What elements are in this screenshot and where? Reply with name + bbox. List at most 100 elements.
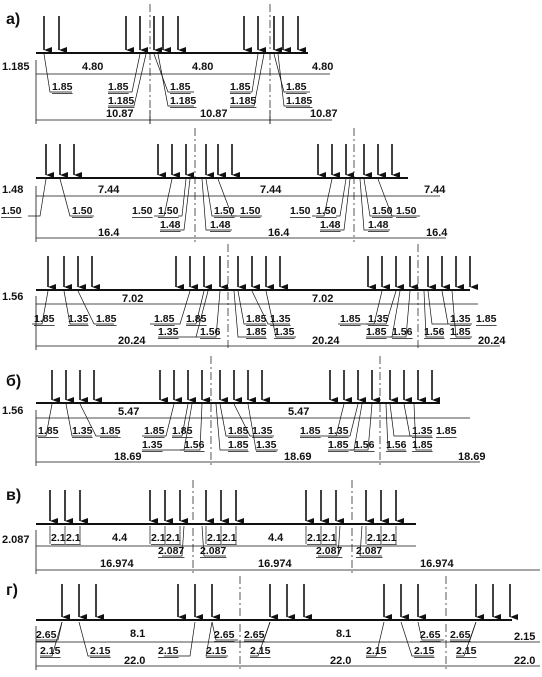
tag: 1.85	[476, 313, 497, 325]
tag: 2.1	[382, 532, 397, 544]
tag: 1.50	[396, 205, 417, 217]
tag: 1.85	[172, 425, 193, 437]
tag: 1.85	[100, 425, 121, 437]
tag: 2.15	[40, 645, 61, 657]
row2-left-value: 1.48	[2, 184, 23, 196]
span-label: 4.4	[112, 532, 128, 544]
arrow-group	[45, 144, 400, 178]
tag: 1.35	[158, 326, 179, 338]
tag: 1.48	[210, 219, 231, 231]
row6-right-value: 2.15	[514, 631, 535, 643]
total-label: 20.24	[118, 335, 146, 347]
arrow-group	[49, 490, 404, 524]
span-label: 4.80	[82, 61, 103, 73]
span-label: 4.4	[268, 532, 284, 544]
tag: 1.85	[186, 313, 207, 325]
tag: 2.1	[322, 532, 337, 544]
tag: 1.50	[214, 205, 235, 217]
total-label: 22.0	[514, 655, 535, 667]
tag: 1.85	[300, 425, 321, 437]
row1-left-value: 1.185	[2, 61, 30, 73]
tag: 2.1	[151, 532, 166, 544]
row3-left-value: 1.56	[2, 291, 23, 303]
tag: 2.087	[316, 545, 342, 557]
tag: 1.50	[72, 205, 93, 217]
row5-left-value: 2.087	[2, 534, 30, 546]
tag: 2.1	[166, 532, 181, 544]
tag: 1.185	[170, 95, 196, 107]
tag: 1.85	[228, 425, 249, 437]
tag: 1.85	[328, 439, 349, 451]
arrow-group	[43, 16, 306, 53]
tag: 1.85	[412, 439, 433, 451]
tag: 1.35	[450, 313, 471, 325]
total-label: 16.974	[100, 558, 135, 570]
span-label: 5.47	[118, 406, 139, 418]
panel-label-g: г)	[6, 582, 18, 599]
tag: 1.85	[52, 81, 73, 93]
tag: 1.185	[108, 95, 134, 107]
tag: 2.1	[51, 532, 66, 544]
row-5: 4.4 4.4 2.1 2.1 2.1 2.1 2.1 2	[35, 480, 540, 574]
row-4: 5.47 5.47 1.85 1.35 1.85 1.85 1.8	[35, 356, 486, 466]
total-label: 16.974	[420, 558, 455, 570]
tag: 1.56	[200, 326, 221, 338]
total-label: 20.24	[478, 335, 506, 347]
total-label: 10.87	[106, 108, 134, 120]
tag: 1.85	[366, 326, 387, 338]
tag: 2.087	[200, 545, 226, 557]
tag: 1.85	[246, 313, 267, 325]
tag: 1.185	[230, 95, 256, 107]
panel-label-b: б)	[6, 373, 21, 390]
span-label: 7.44	[98, 184, 120, 196]
tag: 1.85	[450, 326, 471, 338]
tag: 1.56	[386, 439, 407, 451]
tag: 1.85	[108, 81, 129, 93]
tag: 2.1	[222, 532, 237, 544]
tag: 1.185	[286, 95, 312, 107]
tag: 1.50	[290, 205, 311, 217]
tag: 1.56	[354, 439, 375, 451]
row-3: 7.02 7.02 1.85 1.35 1.85 1.85 1.8	[32, 244, 506, 350]
tag: 1.85	[144, 425, 165, 437]
total-label: 22.0	[330, 655, 351, 667]
arrow-group	[51, 370, 440, 403]
tag: 1.48	[320, 219, 341, 231]
tag: 1.56	[424, 326, 445, 338]
row-2: 7.44 7.44 7.44 1.50 1.50 1.50 1.50 1.48 …	[1, 128, 448, 242]
span-label: 4.80	[192, 61, 213, 73]
tag: 2.65	[244, 629, 265, 641]
tag: 1.50	[240, 205, 261, 217]
tag: 2.15	[90, 645, 111, 657]
tag: 2.15	[456, 645, 477, 657]
tag: 2.15	[206, 645, 227, 657]
tag: 2.65	[214, 629, 235, 641]
tag: 2.65	[420, 629, 441, 641]
total-label: 18.69	[458, 451, 486, 463]
tag: 1.35	[328, 425, 349, 437]
tag: 2.65	[36, 629, 57, 641]
tag: 1.85	[34, 313, 55, 325]
span-label: 7.02	[122, 293, 143, 305]
tag: 2.1	[66, 532, 81, 544]
tag: 1.50	[372, 205, 393, 217]
tag: 1.85	[170, 81, 191, 93]
tag: 1.56	[392, 326, 413, 338]
tag: 1.50	[1, 205, 22, 217]
panel-label-v: в)	[6, 487, 21, 504]
tag: 1.35	[72, 425, 93, 437]
arrow-group	[61, 584, 518, 620]
span-label: 7.02	[312, 293, 333, 305]
total-label: 16.4	[98, 227, 120, 239]
tag: 2.15	[250, 645, 271, 657]
tag: 2.087	[158, 545, 184, 557]
total-label: 22.0	[124, 655, 145, 667]
tag: 1.85	[228, 439, 249, 451]
span-label: 7.44	[260, 184, 282, 196]
row4-left-value: 1.56	[2, 405, 23, 417]
tag: 2.087	[356, 545, 382, 557]
tag: 2.1	[367, 532, 382, 544]
tag: 1.35	[68, 313, 89, 325]
tag: 1.56	[184, 439, 205, 451]
tag: 1.50	[316, 205, 337, 217]
